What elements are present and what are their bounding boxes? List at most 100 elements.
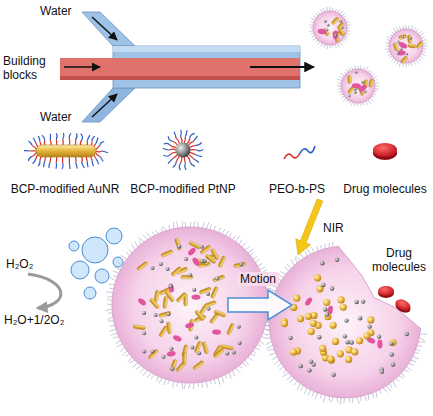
polymer-chain	[140, 368, 144, 373]
polymer-chain	[157, 376, 159, 381]
inlet-label: Water	[40, 4, 72, 18]
gold-nanorod	[416, 41, 424, 49]
drug-molecule	[212, 329, 221, 335]
polymer-chain	[177, 221, 178, 228]
polymer-chain	[113, 337, 119, 338]
polymer-chain	[110, 333, 117, 335]
gold-nanorod	[204, 300, 217, 307]
peo-block	[193, 136, 197, 141]
platinum-nanoparticle	[188, 273, 192, 277]
platinum-nanoparticle	[151, 349, 155, 353]
polymer-chain	[116, 340, 121, 343]
polymer-chain	[229, 373, 231, 379]
ps-block	[190, 145, 196, 147]
gold-sphere	[363, 332, 370, 339]
polymer-chain	[366, 67, 368, 71]
polymer-chain	[268, 349, 274, 351]
ps-block	[68, 139, 70, 145]
polymer-chain	[107, 296, 112, 297]
polymer-chain	[236, 236, 240, 242]
platinum-nanoparticle	[350, 340, 354, 344]
peo-block	[96, 138, 98, 144]
platinum-nanoparticle	[358, 316, 362, 320]
gold-nanorod	[200, 245, 212, 255]
platinum-nanoparticle	[142, 350, 146, 354]
gold-sphere	[337, 350, 344, 357]
polymer-chain	[397, 61, 398, 64]
drug-molecule	[352, 83, 361, 89]
platinum-nanoparticle	[354, 300, 358, 304]
peo-block	[163, 155, 170, 157]
platinum-nanoparticle	[354, 91, 357, 94]
polymer-chain	[338, 10, 340, 13]
platinum-nanoparticle	[206, 292, 210, 296]
gold-sphere	[332, 338, 339, 345]
ps-block	[176, 138, 179, 144]
polymer-chain	[417, 345, 422, 346]
bubble	[82, 237, 108, 263]
gold-nanorod	[182, 352, 186, 364]
polymer-chain	[294, 381, 297, 385]
legend-label: PEO-b-PS	[269, 182, 325, 196]
ps-block	[96, 150, 102, 152]
peo-block	[163, 148, 170, 150]
polymer-chain	[396, 27, 398, 31]
polymer-chain	[245, 246, 249, 249]
gold-nanorod	[166, 322, 171, 334]
polymer-chain	[277, 363, 281, 367]
gold-nanorod	[213, 348, 224, 359]
peo-block	[63, 133, 64, 139]
polymer-chain	[343, 98, 346, 102]
gold-nanorod	[148, 349, 159, 360]
polymer-chain	[391, 58, 394, 60]
polymer-chain	[340, 42, 342, 46]
ps-block	[30, 150, 36, 151]
sheath-top-face	[113, 46, 300, 52]
polymer-chain	[388, 54, 391, 56]
drug-disc	[394, 297, 413, 313]
peo-block	[92, 136, 95, 141]
peo-block	[44, 161, 45, 167]
platinum-nanoparticle	[151, 266, 155, 270]
platinum-nanoparticle	[215, 277, 219, 281]
polymer-chain	[386, 42, 390, 44]
polymer-chain	[399, 376, 404, 379]
peo-block	[197, 149, 204, 150]
ps-block	[75, 139, 77, 145]
polymer-chain	[245, 360, 249, 365]
gold-nanorod	[154, 290, 160, 302]
product-vesicle	[337, 65, 379, 106]
platinum-nanoparticle	[401, 36, 404, 39]
polymer-chain	[418, 341, 425, 342]
bubble	[106, 228, 122, 244]
polymer-chain	[323, 8, 325, 12]
polymer-chain	[113, 271, 119, 273]
platinum-nanoparticle	[326, 29, 329, 32]
polymer-chain	[390, 383, 392, 388]
peo-block	[69, 163, 71, 169]
polymer-chain	[394, 60, 396, 63]
platinum-nanoparticle	[307, 368, 311, 372]
polymer-chain	[301, 386, 304, 391]
polymer-chain	[159, 378, 162, 383]
reactant-label: H₂O₂	[6, 257, 33, 271]
platinum-nanoparticle	[364, 90, 367, 93]
building-block-icons	[24, 130, 397, 170]
ps-block	[184, 137, 185, 144]
platinum-nanoparticle	[169, 347, 173, 351]
peo-block	[39, 136, 40, 142]
peo-block	[300, 146, 315, 153]
gold-nanorod	[165, 290, 175, 302]
platinum-nanoparticle	[400, 48, 403, 51]
drug-molecule	[185, 322, 195, 330]
polymer-chain	[132, 244, 135, 249]
drug-molecule	[137, 297, 147, 307]
platinum-nanoparticle	[142, 311, 146, 315]
polymer-chain	[198, 383, 199, 387]
peo-block	[62, 163, 63, 169]
polymer-chain	[108, 320, 114, 321]
platinum-nanoparticle	[355, 71, 358, 74]
platinum-nanoparticle	[320, 261, 324, 265]
polymer-chain	[338, 91, 341, 92]
ptnp-icon	[163, 130, 203, 170]
